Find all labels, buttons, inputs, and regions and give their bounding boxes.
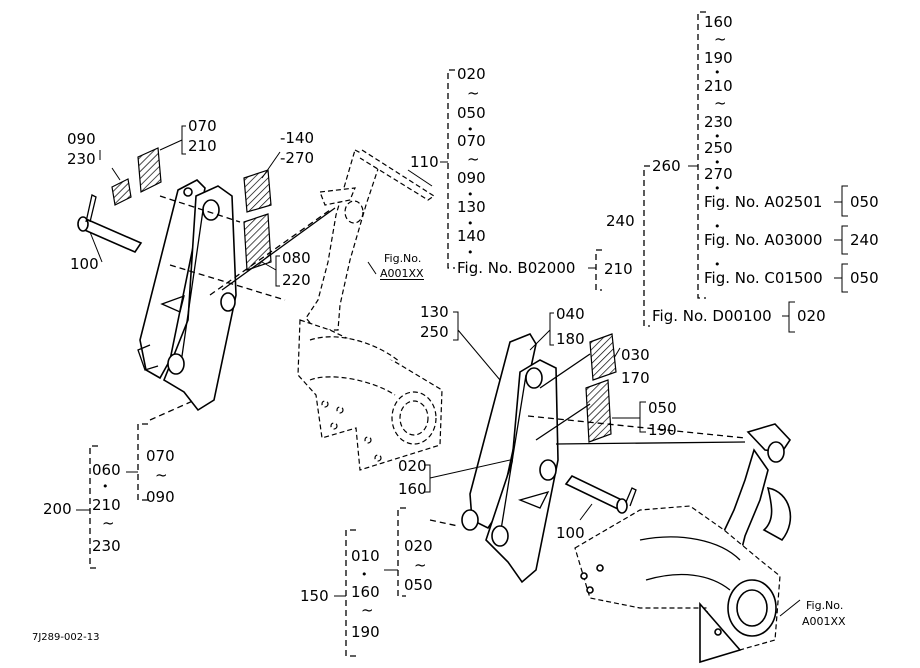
label-r230: 230: [704, 113, 733, 131]
diagram-code: 7J289-002-13: [32, 632, 100, 643]
label-080: 080: [282, 249, 311, 267]
dot-10: •: [714, 258, 721, 271]
bracket-left: [297, 149, 443, 471]
fig-ref-a001xx-left-line2: A001XX: [380, 267, 424, 280]
label-m170: 170: [621, 369, 650, 387]
pin-100-right: [564, 474, 637, 514]
label-b070: 070: [457, 132, 486, 150]
label-h190: 190: [351, 623, 380, 641]
dot-6: •: [714, 130, 721, 143]
label-m180: 180: [556, 330, 585, 348]
label-r190: 190: [704, 49, 733, 67]
label-h050: 050: [404, 576, 433, 594]
label-plate-080: [243, 213, 272, 271]
dot-11: •: [102, 480, 109, 493]
label-b140: 140: [457, 227, 486, 245]
label-b130: 130: [457, 198, 486, 216]
tilde-5: ~: [155, 466, 168, 484]
tilde-8: ~: [361, 601, 374, 619]
label-g070: 070: [146, 447, 175, 465]
label-260: 260: [652, 157, 681, 175]
bracket-right: [574, 423, 792, 664]
arm-left-front: [137, 179, 237, 412]
label-r050b: 050: [850, 269, 879, 287]
label-h010: 010: [351, 547, 380, 565]
label-b050: 050: [457, 104, 486, 122]
label-r210: 210: [704, 77, 733, 95]
label-m020: 020: [398, 457, 427, 475]
dot-2: •: [467, 188, 474, 201]
fig-ref-a001xx-left-line1: Fig.No.: [384, 252, 422, 265]
tilde-1: ~: [467, 84, 480, 102]
label-230: 230: [67, 150, 96, 168]
tilde-7: ~: [414, 556, 427, 574]
label-g210: 210: [92, 496, 121, 514]
label-b020: 020: [457, 65, 486, 83]
label-220: 220: [282, 271, 311, 289]
label-070: 070: [188, 117, 217, 135]
dot-5: •: [714, 66, 721, 79]
fig-ref-a001xx-right-line2: A001XX: [802, 615, 846, 628]
dot-1: •: [467, 123, 474, 136]
label-m040: 040: [556, 305, 585, 323]
label-plate-030: [589, 333, 617, 381]
label-r240: 240: [850, 231, 879, 249]
fig-ref-a02501: Fig. No. A02501: [704, 193, 823, 211]
label-plate-140: [243, 169, 272, 213]
label-plate-050: [585, 379, 612, 443]
label-r250: 250: [704, 139, 733, 157]
tilde-3: ~: [714, 30, 727, 48]
arm-right-front: [461, 333, 559, 584]
label-g090: 090: [146, 488, 175, 506]
label-g230: 230: [92, 537, 121, 555]
tilde-4: ~: [714, 94, 727, 112]
label-110: 110: [410, 153, 439, 171]
label-m030: 030: [621, 346, 650, 364]
fig-ref-d00100: Fig. No. D00100: [652, 307, 772, 325]
fig-ref-c01500: Fig. No. C01500: [704, 269, 823, 287]
label-m250: 250: [420, 323, 449, 341]
label-b090: 090: [457, 169, 486, 187]
fig-ref-b02000: Fig. No. B02000: [457, 259, 576, 277]
label-100-left: 100: [70, 255, 99, 273]
label-r020: 020: [797, 307, 826, 325]
tilde-2: ~: [467, 150, 480, 168]
tilde-6: ~: [102, 514, 115, 532]
label-r050a: 050: [850, 193, 879, 211]
dot-8: •: [714, 182, 721, 195]
label-m130: 130: [420, 303, 449, 321]
label-m160: 160: [398, 480, 427, 498]
label-270: -270: [280, 149, 315, 167]
pin-100-left: [77, 194, 143, 254]
label-090: 090: [67, 130, 96, 148]
label-b210: 210: [604, 260, 633, 278]
label-m100: 100: [556, 524, 585, 542]
label-m190: 190: [648, 421, 677, 439]
label-plate-070: [137, 147, 162, 193]
label-h150: 150: [300, 587, 329, 605]
label-h160: 160: [351, 583, 380, 601]
dot-4: •: [467, 246, 474, 259]
label-r160: 160: [704, 13, 733, 31]
dot-12: •: [361, 568, 368, 581]
dot-9: •: [714, 220, 721, 233]
label-plate-090: [111, 178, 132, 206]
label-h020: 020: [404, 537, 433, 555]
label-g060: 060: [92, 461, 121, 479]
dot-7: •: [714, 156, 721, 169]
label-210: 210: [188, 137, 217, 155]
fig-ref-a001xx-right-line1: Fig.No.: [806, 599, 844, 612]
label-240: 240: [606, 212, 635, 230]
fig-ref-a03000: Fig. No. A03000: [704, 231, 823, 249]
dot-3: •: [467, 217, 474, 230]
label-g200: 200: [43, 500, 72, 518]
label-140: -140: [280, 129, 315, 147]
label-m050: 050: [648, 399, 677, 417]
label-r270: 270: [704, 165, 733, 183]
